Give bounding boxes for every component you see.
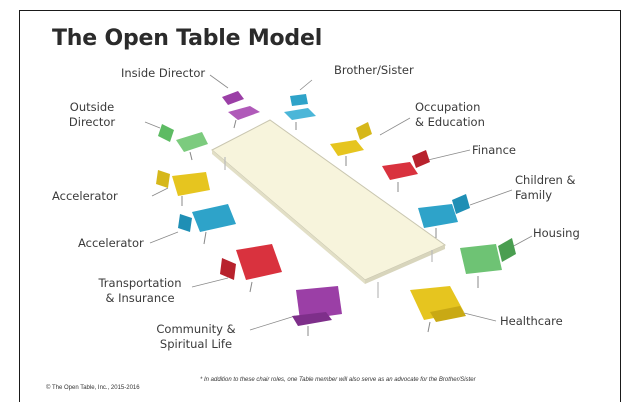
chair-finance xyxy=(382,150,430,192)
chair-children-family xyxy=(418,194,470,238)
label-accelerator-1: Accelerator xyxy=(52,189,118,203)
label-children-family: Children & Family xyxy=(515,173,576,202)
chair-transportation-insurance xyxy=(220,244,282,293)
label-inside-director: Inside Director xyxy=(121,66,206,80)
footnote: * In addition to these chair roles, one … xyxy=(200,377,476,383)
label-accelerator-2: Accelerator xyxy=(78,236,144,250)
chair-accelerator-2 xyxy=(178,204,236,245)
diagram-title: The Open Table Model xyxy=(52,26,323,51)
chair-community-spiritual xyxy=(292,286,342,336)
chair-occupation-education xyxy=(330,122,372,166)
label-community-spiritual: Community & Spiritual Life xyxy=(156,322,236,351)
label-finance: Finance xyxy=(472,143,516,157)
chair-healthcare xyxy=(410,286,466,333)
label-housing: Housing xyxy=(533,226,580,240)
chair-accelerator-1 xyxy=(156,170,210,206)
chair-brother-sister xyxy=(284,94,316,130)
slide-frame xyxy=(19,10,621,402)
conference-table xyxy=(211,119,447,298)
copyright: © The Open Table, Inc., 2015-2016 xyxy=(46,385,140,391)
label-healthcare: Healthcare xyxy=(500,314,563,328)
label-outside-director: Outside Director xyxy=(68,100,116,129)
chair-housing xyxy=(460,238,516,288)
chair-inside-director xyxy=(222,91,260,129)
label-transportation-insurance: Transportation & Insurance xyxy=(98,276,182,305)
label-occupation-education: Occupation & Education xyxy=(415,100,485,129)
label-brother-sister: Brother/Sister xyxy=(334,63,414,77)
chair-outside-director xyxy=(158,124,208,161)
